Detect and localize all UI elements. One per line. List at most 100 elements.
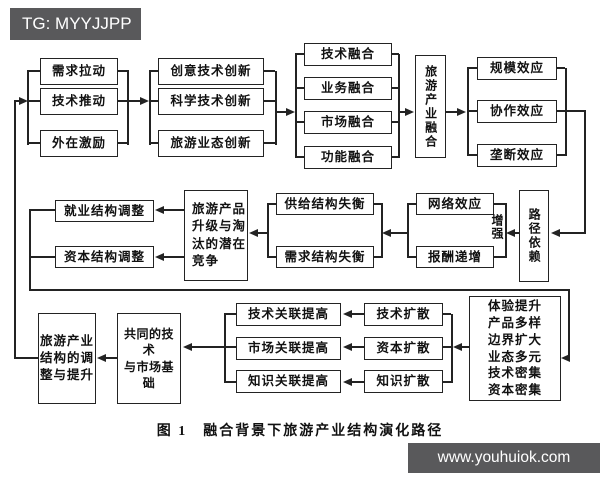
connector-line (398, 111, 406, 113)
connector-line (467, 68, 469, 156)
connector-line (29, 289, 570, 291)
box-increasing-returns: 报酬递增 (416, 246, 494, 268)
box-knowledge-diffusion: 知识扩散 (364, 370, 443, 393)
connector-line (14, 100, 20, 102)
connector-line (275, 71, 277, 145)
box-common-tech-market-base: 共同的技术 与市场基础 (117, 313, 181, 404)
box-capital-structure-adjustment: 资本结构调整 (55, 246, 154, 268)
connector-line (462, 346, 469, 348)
connector-line (407, 203, 409, 258)
box-path-dependence: 路径依赖 (519, 190, 549, 282)
box-knowledge-linkage-increase: 知识关联提高 (236, 370, 341, 393)
connector-line (30, 209, 55, 211)
connector-line (584, 110, 586, 234)
connector-line (295, 54, 297, 158)
box-market-fusion: 市场融合 (304, 111, 392, 134)
box-capital-diffusion: 资本扩散 (364, 337, 443, 360)
connector-line (224, 313, 236, 315)
label-reinforce: 增强 (490, 214, 504, 240)
arrowhead (140, 96, 149, 105)
connector-line (443, 381, 451, 383)
connector-line (467, 110, 477, 112)
connector-line (565, 68, 567, 156)
box-creative-tech-innovation: 创意技术创新 (158, 58, 264, 85)
connector-line (127, 100, 141, 102)
connector-line (224, 314, 226, 383)
connector-line (27, 70, 40, 72)
connector-line (27, 142, 40, 144)
box-demand-pull: 需求拉动 (40, 58, 118, 85)
box-cooperation-effect: 协作效应 (477, 100, 557, 123)
box-supply-structure-imbalance: 供给结构失衡 (276, 193, 374, 215)
connector-line (106, 357, 117, 359)
connector-line (27, 100, 40, 102)
connector-line (295, 53, 304, 55)
box-employment-structure-adjustment: 就业结构调整 (55, 200, 154, 222)
connector-line (258, 232, 268, 234)
figure-caption: 图 1 融合背景下旅游产业结构演化路径 (156, 424, 444, 439)
arrowhead (286, 107, 295, 116)
connector-line (391, 232, 407, 234)
connector-line (149, 142, 158, 144)
box-demand-structure-imbalance: 需求结构失衡 (276, 246, 374, 268)
connector-line (443, 346, 451, 348)
connector-line (149, 70, 158, 72)
connector-line (264, 142, 275, 144)
box-product-competition: 旅游产品 升级与淘 汰的潜在 竞争 (184, 190, 248, 281)
connector-line (118, 70, 129, 72)
arrowhead (506, 228, 515, 237)
box-network-effect: 网络效应 (416, 193, 494, 215)
connector-line (443, 313, 451, 315)
connector-line (407, 203, 416, 205)
arrowhead (561, 353, 570, 362)
box-monopoly-effect: 垄断效应 (477, 144, 557, 167)
connector-line (352, 381, 364, 383)
connector-line (557, 110, 565, 112)
watermark-top-left: TG: MYYJJPP (10, 8, 141, 40)
connector-line (149, 100, 158, 102)
connector-line (407, 256, 416, 258)
arrowhead (343, 377, 352, 386)
connector-line (14, 357, 38, 359)
connector-line (264, 70, 275, 72)
arrowhead (19, 96, 28, 105)
box-industry-structure-upgrade: 旅游产业 结构的调 整与提升 (38, 313, 96, 404)
connector-line (505, 203, 507, 258)
box-business-fusion: 业务融合 (304, 77, 392, 100)
connector-line (127, 71, 129, 145)
connector-line (494, 203, 505, 205)
box-fusion-features: 体验提升 产品多样 边界扩大 业态多元 技术密集 资本密集 (469, 296, 561, 401)
connector-line (568, 289, 570, 358)
connector-line (267, 203, 269, 258)
box-tourism-industry-fusion: 旅游产业融合 (415, 55, 446, 158)
box-tech-push: 技术推动 (40, 88, 118, 115)
connector-line (29, 209, 31, 290)
arrowhead (155, 205, 164, 214)
arrowhead (457, 107, 466, 116)
connector-line (352, 346, 364, 348)
connector-line (267, 203, 276, 205)
arrowhead (405, 107, 414, 116)
connector-line (164, 256, 184, 258)
connector-line (559, 232, 586, 234)
connector-line (118, 142, 129, 144)
box-scientific-tech-innovation: 科学技术创新 (158, 88, 264, 115)
connector-line (295, 156, 304, 158)
arrowhead (343, 342, 352, 351)
box-tourism-format-innovation: 旅游业态创新 (158, 130, 264, 157)
arrowhead (551, 228, 560, 237)
connector-line (295, 121, 304, 123)
box-tech-linkage-increase: 技术关联提高 (236, 303, 341, 326)
connector-line (467, 154, 477, 156)
connector-line (467, 67, 477, 69)
connector-line (392, 87, 399, 89)
connector-line (392, 53, 399, 55)
connector-line (192, 346, 224, 348)
connector-line (149, 71, 151, 145)
arrowhead (382, 228, 391, 237)
connector-line (264, 100, 275, 102)
connector-line (164, 209, 184, 211)
box-tech-fusion: 技术融合 (304, 43, 392, 66)
box-market-linkage-increase: 市场关联提高 (236, 337, 341, 360)
